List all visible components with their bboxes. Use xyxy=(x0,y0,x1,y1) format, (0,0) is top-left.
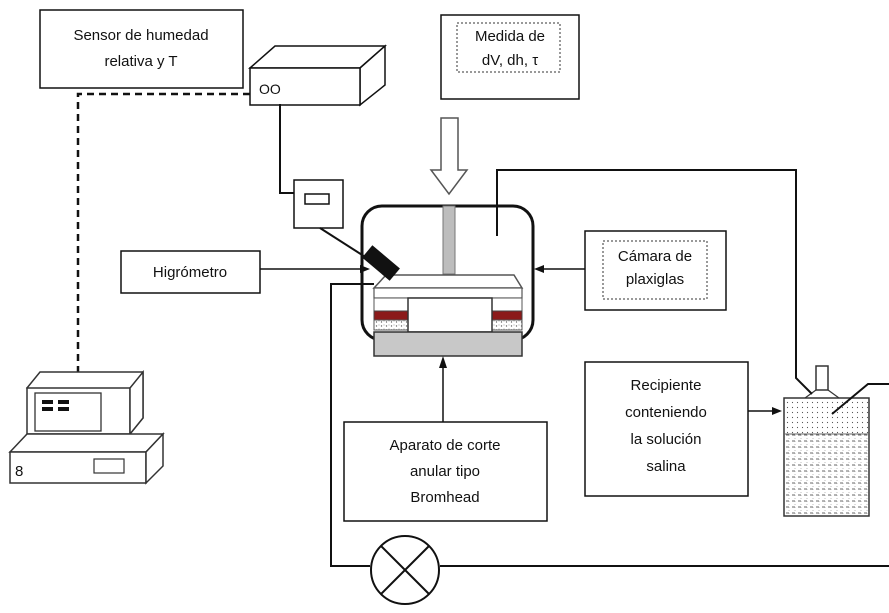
sensor-cable xyxy=(279,104,294,194)
hygrometer-label: Higrómetro xyxy=(153,264,227,281)
computer-label: 8 xyxy=(15,463,23,480)
hygrometer-probe xyxy=(362,245,400,281)
sensor-label-box: Sensor de humedad relativa y T xyxy=(39,9,244,89)
tube-return xyxy=(831,383,889,415)
apparatus-label-box: Aparato de corte anular tipo Bromhead xyxy=(343,421,548,522)
pump-symbol xyxy=(370,535,440,605)
sensor-device-symbol: OO xyxy=(259,81,281,97)
dashed-sensor-computer-line xyxy=(76,92,250,372)
apparatus-label-line1: Aparato de corte xyxy=(390,437,501,454)
container-arrowhead xyxy=(772,407,782,415)
chamber-label-line2: plaxiglas xyxy=(626,271,684,288)
apparatus-label-line3: Bromhead xyxy=(410,489,479,506)
tube-outlet xyxy=(496,169,813,395)
hygrometer-arrowhead xyxy=(360,265,370,273)
sensor-device: OO xyxy=(248,44,387,107)
container-label-line1: Recipiente xyxy=(631,377,702,394)
probe-box xyxy=(293,179,344,229)
measure-label-line2: dV, dh, τ xyxy=(482,52,538,69)
hygrometer-label-box: Higrómetro xyxy=(120,250,261,294)
container-label-line3: la solución xyxy=(631,431,702,448)
sensor-label-line2: relativa y T xyxy=(104,53,177,70)
container-label-line2: conteniendo xyxy=(625,404,707,421)
container-label-box: Recipiente conteniendo la solución salin… xyxy=(584,361,749,497)
loading-rod xyxy=(442,205,456,275)
tube-loop-left xyxy=(330,283,374,567)
container-label-line4: salina xyxy=(646,458,686,475)
saline-container xyxy=(783,365,870,517)
apparatus-label-line2: anular tipo xyxy=(410,463,480,480)
apparatus-arrowhead xyxy=(439,356,447,368)
chamber-label-line1: Cámara de xyxy=(618,248,692,265)
sensor-label-line1: Sensor de humedad xyxy=(73,27,208,44)
computer: 8 xyxy=(8,369,165,485)
measure-label-box: Medida de dV, dh, τ xyxy=(440,14,580,100)
chamber-arrowhead xyxy=(534,265,544,273)
measure-label-line1: Medida de xyxy=(475,28,545,45)
chamber-label-box: Cámara de plaxiglas xyxy=(584,230,727,311)
shear-apparatus xyxy=(372,274,524,357)
load-arrow xyxy=(429,117,469,196)
